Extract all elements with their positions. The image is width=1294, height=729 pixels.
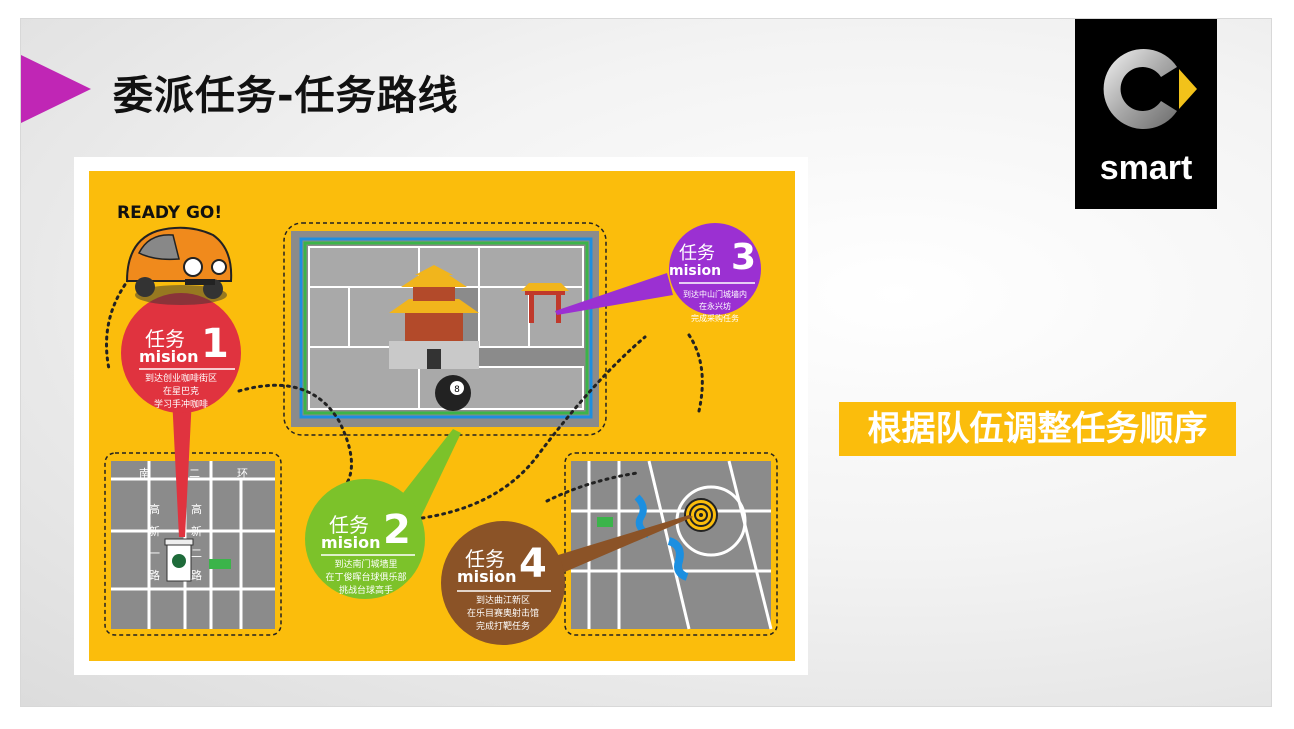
mission-3-word: 任务	[679, 243, 715, 264]
mission-4-desc: 到达曲江新区 在乐目赛奥射击馆 完成打靶任务	[466, 596, 539, 632]
logo-text: smart	[1099, 149, 1193, 187]
road-label: 高	[149, 503, 160, 516]
ready-go-label: READY GO!	[117, 203, 223, 223]
mission-3-desc: 到达中山门城墙内 在永兴坊 完成采购任务	[683, 290, 747, 323]
mission-1-desc: 到达创业咖啡街区 在星巴克 学习手冲咖啡	[144, 374, 217, 410]
smart-c-icon	[1103, 49, 1197, 129]
slide: 委派任务-任务路线 smart	[20, 18, 1272, 707]
mission-1-number: 1	[201, 321, 229, 367]
road-label: 高	[191, 503, 202, 516]
mission-3-number: 3	[731, 237, 757, 278]
target-icon	[684, 498, 718, 532]
smart-logo: smart	[1075, 19, 1217, 209]
road-label: 路	[191, 569, 202, 582]
road-label: 一	[149, 547, 160, 560]
title-arrow-icon	[21, 55, 91, 123]
smart-car-icon	[125, 226, 233, 305]
road-label: 二	[189, 467, 200, 480]
mission-4-word: 任务	[465, 547, 505, 571]
bell-tower-icon	[389, 265, 479, 369]
svg-text:8: 8	[454, 385, 460, 395]
gate-icon	[521, 283, 569, 323]
coffee-cup-icon	[164, 538, 194, 582]
mission-2-mision: mision	[321, 533, 381, 552]
mission-route-map: 8	[89, 171, 795, 661]
road-label: 二	[191, 547, 202, 560]
mission-2-word: 任务	[329, 513, 369, 537]
map-illustration: 8	[104, 222, 778, 645]
road-label: 南	[139, 467, 150, 480]
mission-2-desc: 到达南门城墙里 在丁俊晖台球俱乐部 挑战台球高手	[325, 560, 407, 596]
road-label: 新	[149, 525, 160, 538]
mission-1-word: 任务	[145, 327, 185, 351]
road-label: 新	[191, 525, 202, 538]
mission-4-number: 4	[519, 541, 547, 587]
map-image-frame: 8	[74, 157, 808, 675]
page-title: 委派任务-任务路线	[113, 73, 459, 119]
mission-3-mision: mision	[669, 263, 722, 279]
road-label: 路	[149, 569, 160, 582]
mission-4-mision: mision	[457, 567, 517, 586]
mission-1-mision: mision	[139, 347, 199, 366]
mission-2-number: 2	[383, 507, 411, 553]
billiard-ball-icon: 8	[435, 375, 471, 411]
road-label: 环	[237, 467, 248, 480]
callout-banner: 根据队伍调整任务顺序	[839, 402, 1236, 456]
